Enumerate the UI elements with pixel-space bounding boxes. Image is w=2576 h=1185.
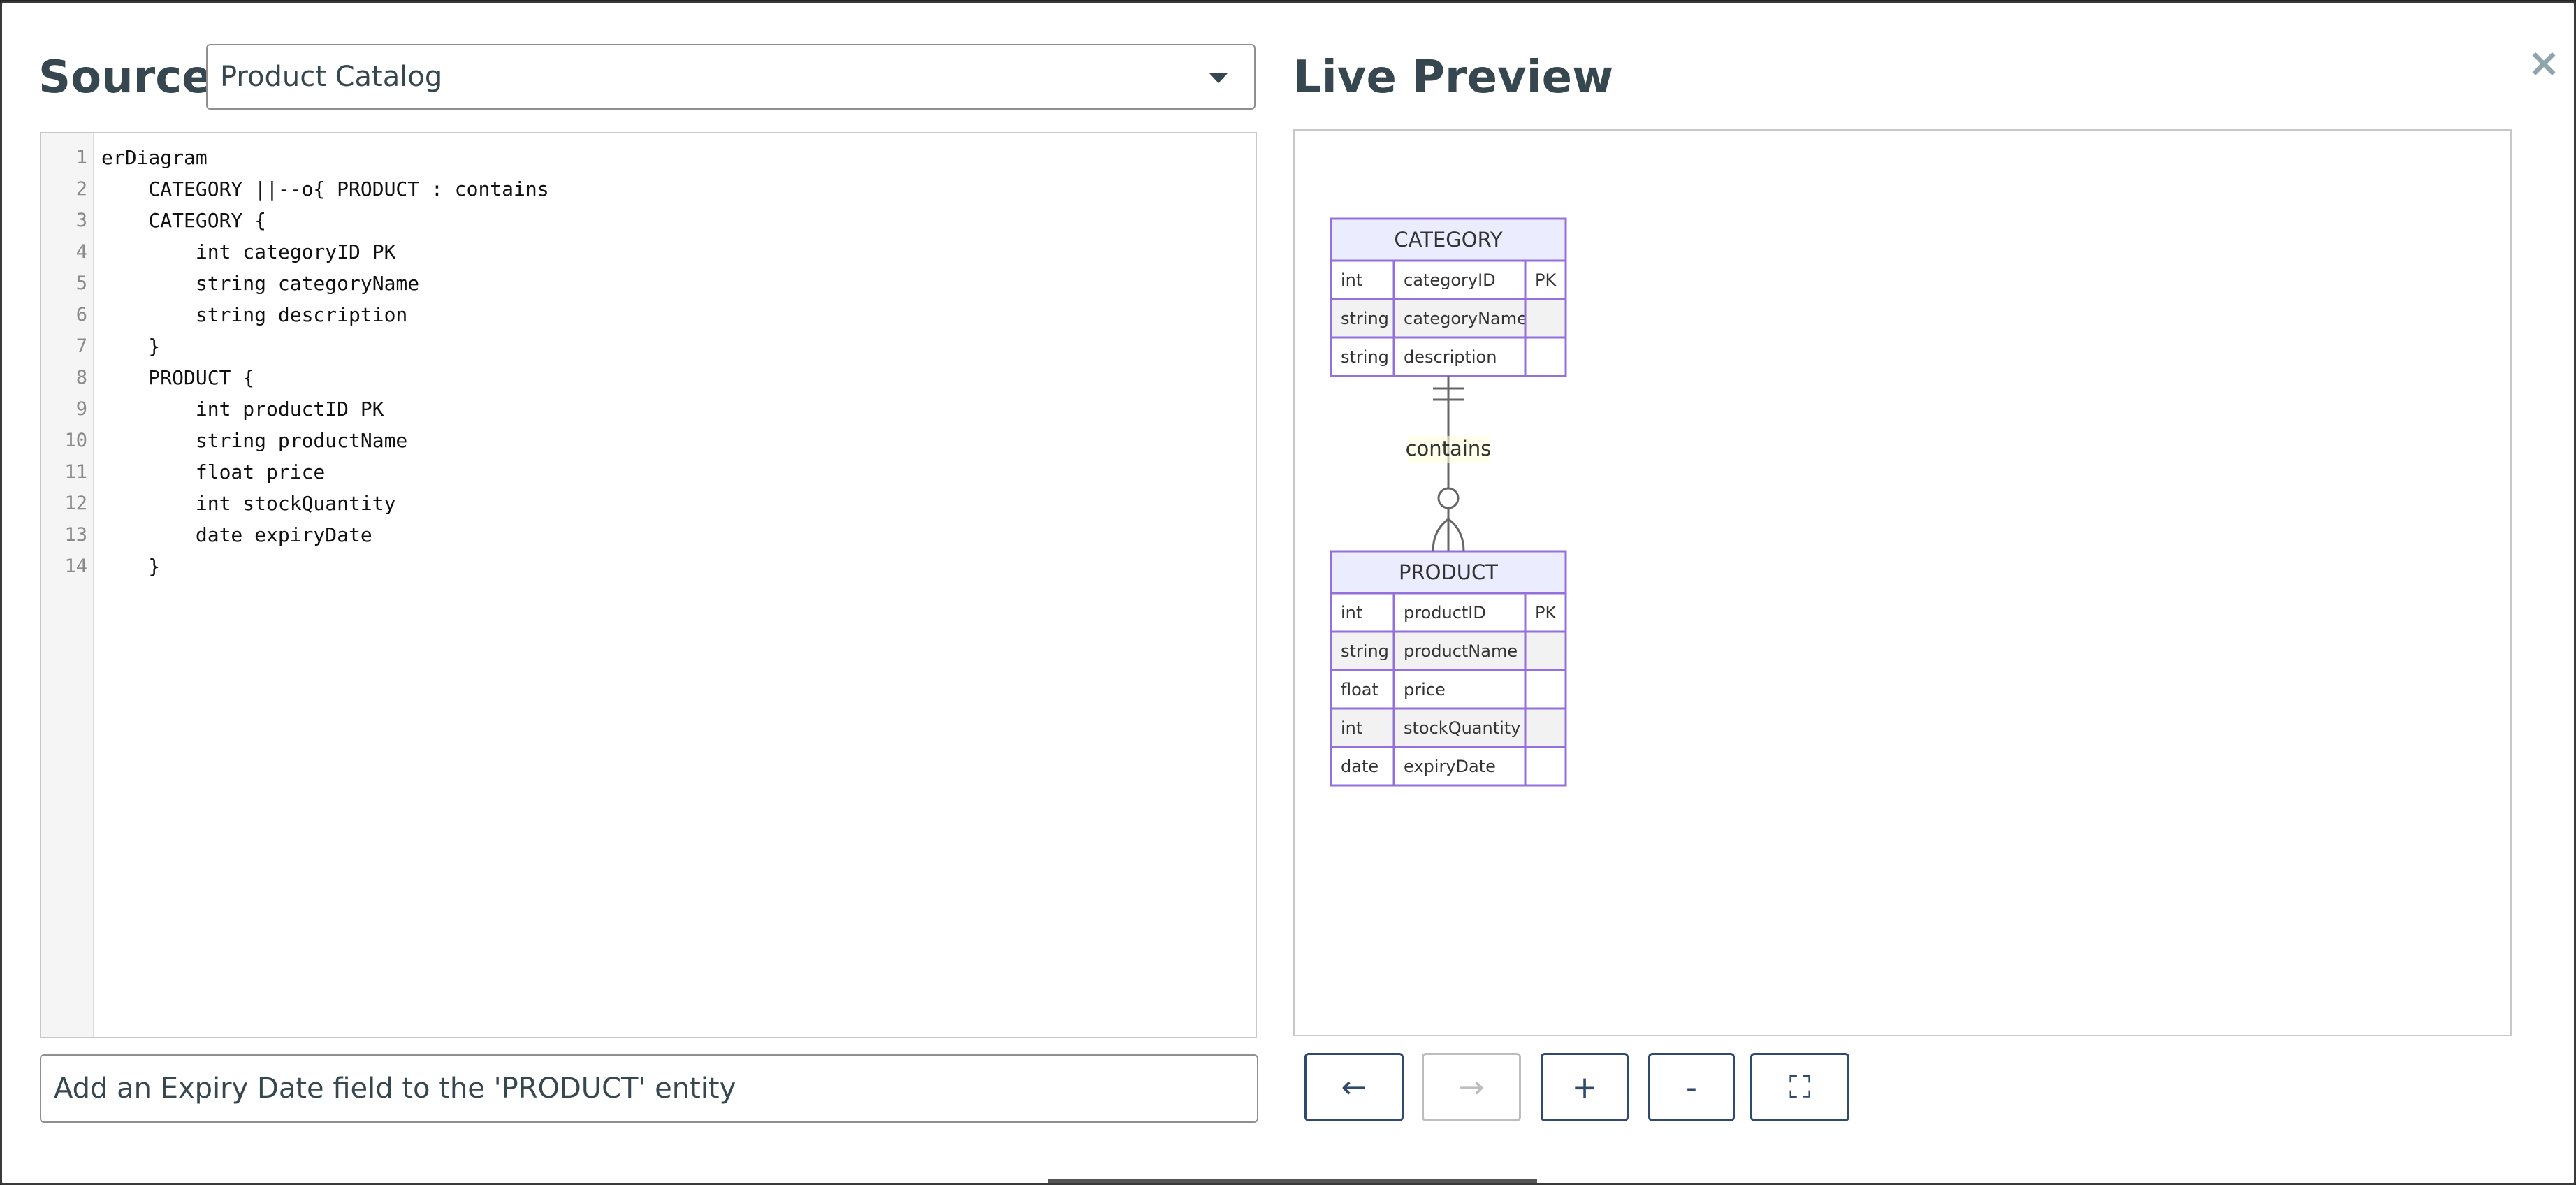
attribute-name: stockQuantity [1404,718,1520,738]
line-number: 10 [64,430,87,451]
line-number: 8 [75,367,87,388]
code-line: int categoryID PK [101,240,396,263]
code-line: CATEGORY { [101,209,267,232]
entity-title: CATEGORY [1394,228,1502,252]
cardinality-many-fork [1448,518,1465,552]
code-line: string description [101,303,408,326]
line-number: 7 [75,335,87,357]
line-number: 14 [64,555,87,577]
line-number: 5 [75,272,87,294]
attribute-type: string [1341,309,1389,328]
prompt-input[interactable] [40,1054,1258,1123]
code-line: int stockQuantity [101,492,396,515]
attribute-key: PK [1535,603,1557,623]
back-button[interactable]: ← [1304,1053,1404,1121]
attribute-type: date [1341,757,1378,776]
attribute-cell [1392,336,1527,377]
er-diagram: CATEGORY int categoryID PK string categoryNam… [1330,217,1567,787]
relationship-label: contains [1406,437,1492,460]
attribute-name: description [1404,347,1497,367]
forward-button[interactable]: → [1422,1053,1521,1121]
code-line: erDiagram [101,146,208,169]
line-number: 11 [64,461,87,483]
attribute-type: int [1341,718,1362,738]
line-number: 6 [75,304,87,326]
attribute-cell [1392,707,1527,748]
chevron-down-icon [1209,73,1228,83]
line-number: 3 [75,210,87,231]
background-strip [1048,1179,1537,1183]
close-button[interactable]: × [2527,41,2561,86]
attribute-name: expiryDate [1404,757,1496,776]
preview-heading: Live Preview [1293,52,1614,103]
attribute-name: categoryID [1404,270,1496,290]
code-line: int productID PK [101,398,384,421]
attribute-cell [1392,746,1527,787]
code-line: } [101,335,161,358]
attribute-type: int [1341,603,1362,623]
code-line: string categoryName [101,272,420,295]
diagram-select[interactable]: Product Catalog [206,44,1256,110]
attribute-cell [1524,707,1567,748]
line-number: 12 [64,493,87,514]
attribute-cell [1524,298,1567,339]
attribute-type: string [1341,347,1389,367]
attribute-name: price [1404,680,1446,699]
code-line: CATEGORY ||--o{ PRODUCT : contains [101,177,549,201]
line-number: 2 [75,178,87,200]
attribute-type: string [1341,641,1389,661]
attribute-cell [1524,746,1567,787]
attribute-name: categoryName [1404,309,1527,328]
attribute-cell [1524,336,1567,377]
relationship-label-bg [1408,436,1489,463]
zoom-out-button[interactable]: - [1648,1053,1735,1121]
cardinality-many-fork [1432,518,1449,552]
attribute-cell [1524,630,1567,671]
zoom-in-button[interactable]: + [1541,1053,1629,1121]
code-line: date expiryDate [101,523,372,546]
line-number: 13 [64,524,87,546]
fit-view-button[interactable]: ⛶ [1750,1053,1849,1121]
attribute-cell [1524,669,1567,710]
attribute-name: productName [1404,641,1518,661]
code-line: } [101,555,161,578]
line-number: 9 [75,398,87,420]
code-line: float price [101,460,326,484]
attribute-type: int [1341,270,1362,290]
code-line: string productName [101,429,408,452]
cardinality-zero-circle [1437,487,1460,509]
attribute-type: float [1341,680,1378,699]
line-number: 4 [75,241,87,263]
attribute-name: productID [1404,603,1486,623]
live-preview-panel[interactable]: CATEGORY int categoryID PK string categoryNam… [1293,129,2512,1036]
diagram-select-value: Product Catalog [220,61,443,93]
entity-title: PRODUCT [1399,560,1498,584]
source-heading: Source [38,52,212,103]
code-line: PRODUCT { [101,366,255,389]
attribute-key: PK [1535,270,1557,290]
line-number: 1 [75,147,87,168]
